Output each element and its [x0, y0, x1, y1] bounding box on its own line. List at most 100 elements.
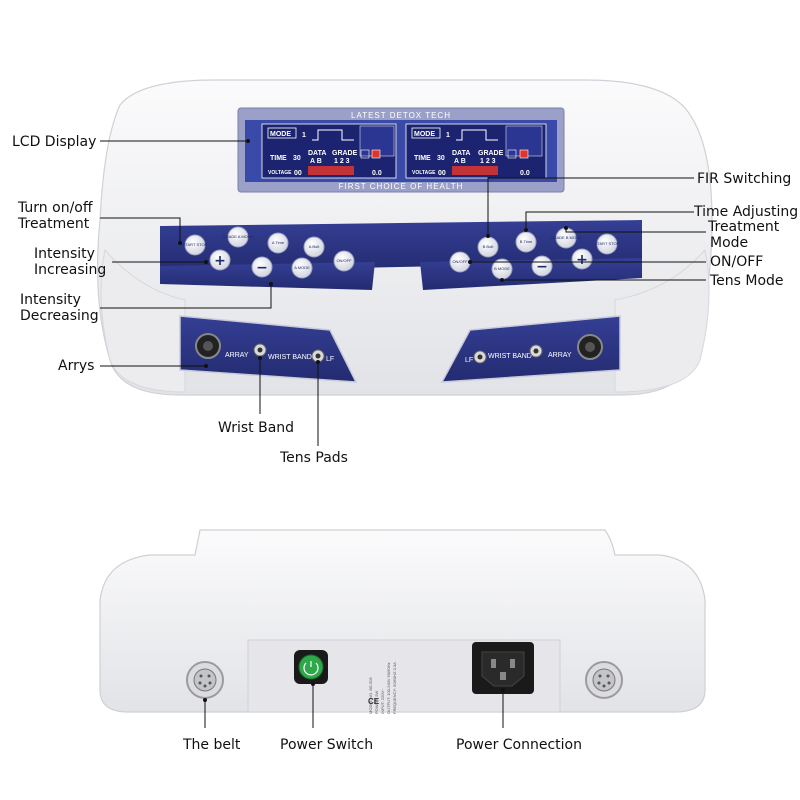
callout-turn-on-off-line2: Treatment — [17, 216, 90, 232]
svg-text:A Bolt: A Bolt — [309, 244, 320, 249]
callout-intensity-decreasing-line2: Decreasing — [20, 308, 99, 324]
right-array-label: ARRAY — [548, 352, 572, 359]
a-intensity-minus-button[interactable]: − — [251, 256, 273, 278]
lcd-right-grade-label: GRADE — [478, 150, 504, 157]
a-intensity-plus-button[interactable]: + — [209, 249, 231, 271]
lcd-right-waveform — [456, 129, 498, 141]
callout-turn-on-off-line1: Turn on/off — [17, 200, 93, 216]
svg-text:−: − — [536, 259, 548, 275]
svg-text:ON/OFF: ON/OFF — [452, 259, 468, 264]
power-inlet[interactable] — [472, 642, 534, 694]
lcd-left-data-label: DATA — [308, 150, 326, 157]
lcd-right-time-value: 30 — [437, 155, 445, 162]
rating-label: MODEL NO. BE-505 POWER: 5W INPUT: 220V~ … — [368, 662, 397, 714]
rating-line-3: INPUT: 220V~ — [380, 688, 385, 714]
b-time-button[interactable]: B Time — [515, 231, 537, 253]
right-belt-connector[interactable] — [585, 661, 623, 699]
right-port-panel: LF WRIST BAND ARRAY — [440, 315, 621, 383]
callout-fir-switching: FIR Switching — [697, 171, 791, 187]
a-time-button[interactable]: A Time — [267, 232, 289, 254]
callouts-bottom: The belt Power Switch Power Connection — [182, 682, 582, 753]
lcd-right-voltage-value: 00 — [438, 170, 446, 177]
lcd-right-current-value: 0.0 — [520, 170, 530, 177]
lcd-left-data-ab: A B — [310, 158, 322, 165]
callout-wrist-band: Wrist Band — [218, 420, 294, 436]
callout-intensity-decreasing-line1: Intensity — [20, 292, 81, 308]
lcd-right-grade-value: 1 2 3 — [480, 158, 496, 165]
b-on-off-button[interactable]: ON/OFF — [449, 251, 471, 273]
a-mode-button[interactable]: A MODE — [291, 257, 313, 279]
left-array-label: ARRAY — [225, 352, 249, 359]
left-control-buttons: START STOP GRADE A MODE A Time A Bolt A … — [183, 226, 355, 279]
b-intensity-minus-button[interactable]: − — [531, 255, 553, 277]
lcd-left-window: MODE 1 TIME 30 DATA A B GRADE 1 2 3 VOLT… — [261, 123, 397, 179]
device-top: LATEST DETOX TECH FIRST CHOICE OF HEALTH… — [96, 79, 713, 396]
svg-text:+: + — [576, 252, 588, 268]
belt-connector[interactable] — [186, 661, 224, 699]
left-port-panel: ARRAY WRIST BAND LF — [179, 315, 358, 383]
svg-text:+: + — [214, 253, 226, 269]
a-on-off-button[interactable]: ON/OFF — [333, 250, 355, 272]
lcd-right-voltage-label: VOLTAGE — [412, 170, 436, 176]
svg-text:GRADE B MODE: GRADE B MODE — [550, 235, 581, 240]
callout-intensity-increasing-line2: Increasing — [34, 262, 106, 278]
svg-text:−: − — [256, 260, 268, 276]
svg-text:B Time: B Time — [520, 239, 533, 244]
callout-treatment-mode-line1: Treatment — [707, 219, 780, 235]
svg-text:START STOP: START STOP — [595, 241, 620, 246]
svg-text:A MODE: A MODE — [294, 265, 310, 270]
a-bolt-button[interactable]: A Bolt — [303, 236, 325, 258]
control-panel-lower — [160, 262, 375, 290]
lcd-footer: FIRST CHOICE OF HEALTH — [339, 182, 464, 191]
callouts-top: LCD Display Turn on/off Treatment Intens… — [12, 134, 798, 466]
lcd-right-mode-label: MODE — [414, 131, 435, 138]
svg-text:B MODE: B MODE — [494, 266, 510, 271]
callout-tens-pads: Tens Pads — [279, 450, 348, 466]
b-bolt-button[interactable]: B Bolt — [477, 236, 499, 258]
svg-text:START STOP: START STOP — [183, 242, 208, 247]
lcd-left-mode-label: MODE — [270, 131, 291, 138]
lcd-right-time-label: TIME — [414, 155, 431, 162]
callout-the-belt: The belt — [182, 737, 241, 753]
rating-line-1: MODEL NO. BE-505 — [368, 676, 373, 714]
callout-power-connection: Power Connection — [456, 737, 582, 753]
lcd-left-voltage-label: VOLTAGE — [268, 170, 292, 176]
callout-on-off: ON/OFF — [710, 254, 763, 270]
lcd-left-mode-value: 1 — [302, 132, 306, 139]
lcd-left-voltage-value: 00 — [294, 170, 302, 177]
callout-intensity-increasing-line1: Intensity — [34, 246, 95, 262]
ce-mark: CE — [368, 697, 380, 706]
lcd-right-data-ab: A B — [454, 158, 466, 165]
lcd-left-time-value: 30 — [293, 155, 301, 162]
callout-treatment-mode-line2: Mode — [710, 235, 748, 251]
right-control-buttons: ON/OFF B Bolt B Time GRADE B MODE START … — [449, 227, 620, 280]
right-lf-label: LF — [465, 357, 473, 364]
callout-time-adjusting: Time Adjusting — [693, 204, 798, 220]
right-wrist-band-label: WRIST BAND — [488, 353, 532, 360]
lcd-left-time-label: TIME — [270, 155, 287, 162]
lcd-left-grade-value: 1 2 3 — [334, 158, 350, 165]
lcd-left-grade-label: GRADE — [332, 150, 358, 157]
left-lf-label: LF — [326, 356, 334, 363]
device-back: MODEL NO. BE-505 POWER: 5W INPUT: 220V~ … — [99, 529, 706, 714]
svg-text:A Time: A Time — [272, 240, 285, 245]
rating-line-4: OUTPUT: 100-240V 50/60Hz — [386, 662, 391, 714]
callout-lcd-display: LCD Display — [12, 134, 96, 150]
power-switch[interactable] — [294, 650, 328, 684]
lcd-left-current-value: 0.0 — [372, 170, 382, 177]
device-top-right-pod — [614, 248, 710, 393]
rating-line-2: POWER: 5W — [374, 690, 379, 714]
lcd-right-window: MODE 1 TIME 30 DATA A B GRADE 1 2 3 VOLT… — [405, 123, 547, 179]
lcd-left-waveform — [312, 129, 354, 141]
b-start-stop-button[interactable]: START STOP — [595, 233, 620, 255]
lcd-right-data-label: DATA — [452, 150, 470, 157]
device-top-left-pod — [100, 248, 186, 393]
lcd-header: LATEST DETOX TECH — [351, 111, 451, 120]
b-intensity-plus-button[interactable]: + — [571, 248, 593, 270]
a-start-stop-button[interactable]: START STOP — [183, 234, 208, 256]
callout-power-switch: Power Switch — [280, 737, 373, 753]
left-wrist-band-label: WRIST BAND — [268, 354, 312, 361]
grade-a-mode-button[interactable]: GRADE A MODE — [223, 226, 254, 248]
rating-line-5: FREQUENCY: 50/60HZ 0.3A — [392, 662, 397, 714]
callout-tens-mode: Tens Mode — [709, 273, 784, 289]
